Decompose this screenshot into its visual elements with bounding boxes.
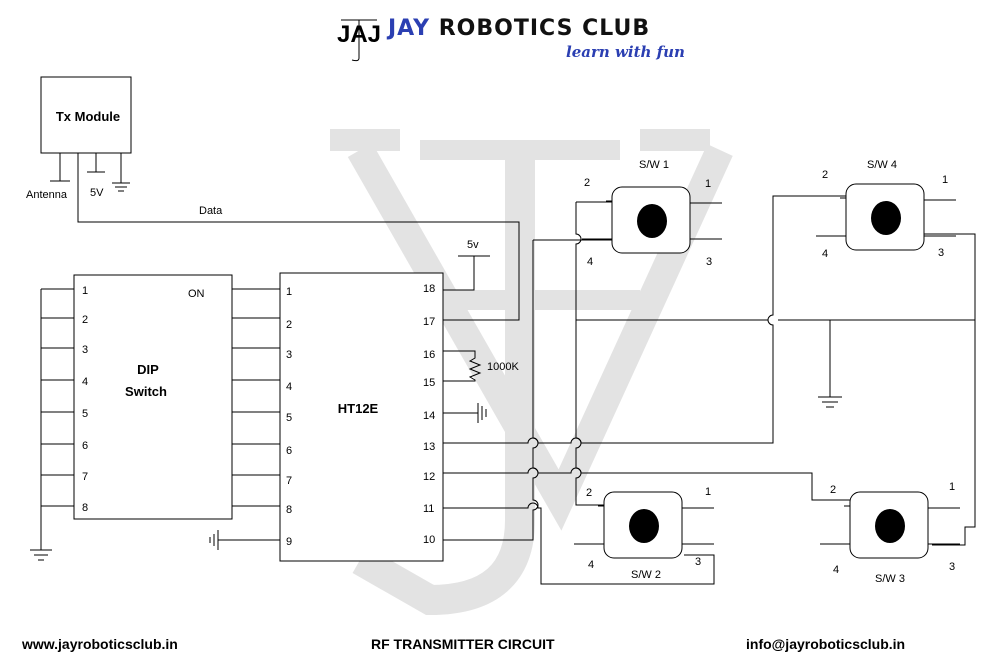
ground-symbol <box>477 403 487 423</box>
dip-pin-label: 7 <box>82 471 88 483</box>
switch-name: S/W 2 <box>631 569 661 581</box>
push-button-switch: S/W 3 1 2 3 4 <box>820 481 960 585</box>
switch-pin-label: 3 <box>706 256 712 268</box>
jaj-monogram-logo: JAJ <box>337 19 381 62</box>
button-cap <box>637 204 667 238</box>
ground-symbol <box>30 549 52 561</box>
dip-pin-label: 3 <box>82 344 88 356</box>
encoder-right-pin-label: 12 <box>423 471 435 483</box>
resistor-label: 1000K <box>487 361 519 373</box>
switch-name: S/W 3 <box>875 573 905 585</box>
dip-label-1: DIP <box>137 362 159 377</box>
tx-module: Tx Module Antenna 5V <box>26 76 132 201</box>
switch-pin-label: 1 <box>942 174 948 186</box>
tx-module-label: Tx Module <box>56 109 120 124</box>
footer-email[interactable]: info@jayroboticsclub.in <box>746 636 906 652</box>
data-wire: Data <box>77 153 520 321</box>
encoder-left-pin-label: 8 <box>286 504 292 516</box>
switch-name: S/W 4 <box>867 159 897 171</box>
encoder-left-pin-label: 1 <box>286 286 292 298</box>
encoder-right-pin-label: 10 <box>423 534 435 546</box>
switch-pin-label: 4 <box>822 248 828 260</box>
switch-pin-label: 4 <box>587 256 593 268</box>
encoder-left-pin-label: 9 <box>286 536 292 548</box>
resistor: 1000K <box>443 350 519 382</box>
dip-label-2: Switch <box>125 384 167 399</box>
switch-pin-label: 4 <box>588 559 594 571</box>
switch-wiring <box>443 195 976 585</box>
encoder-right-pin-label: 14 <box>423 410 435 422</box>
switch-pin-label: 1 <box>949 481 955 493</box>
dip-pin-label: 6 <box>82 440 88 452</box>
encoder-left-pin-label: 6 <box>286 445 292 457</box>
data-label: Data <box>199 205 223 217</box>
switch-pin-label: 1 <box>705 486 711 498</box>
switch-pin-label: 3 <box>938 247 944 259</box>
dip-on-label: ON <box>188 288 205 300</box>
dip-pin-label: 4 <box>82 376 88 388</box>
brand-rest: ROBOTICS CLUB <box>438 16 651 41</box>
tx-5v-label: 5V <box>90 187 104 199</box>
switch-pin-label: 4 <box>833 564 839 576</box>
supply-5v: 5v <box>443 239 490 291</box>
push-button-switch: S/W 2 1 2 3 4 <box>574 486 714 581</box>
encoder-left-pin-label: 2 <box>286 319 292 331</box>
switch-pin-label: 2 <box>584 177 590 189</box>
push-button-switch: S/W 4 1 2 3 4 <box>816 159 956 260</box>
switch-pin-label: 3 <box>695 556 701 568</box>
switch-pin-label: 3 <box>949 561 955 573</box>
encoder-left-pin-label: 5 <box>286 412 292 424</box>
encoder-right-pin-label: 17 <box>423 316 435 328</box>
antenna-label: Antenna <box>26 189 68 201</box>
switch-pin-label: 1 <box>705 178 711 190</box>
button-cap <box>871 201 901 235</box>
encoder-label: HT12E <box>338 401 379 416</box>
supply-5v-label: 5v <box>467 239 479 251</box>
switch-pin-label: 2 <box>830 484 836 496</box>
encoder-right-pin-label: 15 <box>423 377 435 389</box>
button-cap <box>629 509 659 543</box>
encoder-right-pin-label: 16 <box>423 349 435 361</box>
ground-symbol <box>112 182 130 192</box>
brand-tagline: learn with fun <box>566 43 685 61</box>
dip-pin-label: 2 <box>82 314 88 326</box>
switch-name: S/W 1 <box>639 159 669 171</box>
encoder-right-pin-label: 13 <box>423 441 435 453</box>
footer-title: RF TRANSMITTER CIRCUIT <box>371 636 555 652</box>
watermark-logo <box>330 129 733 616</box>
dip-switch: DIP Switch ON 1 2 3 4 5 6 7 8 <box>30 274 280 561</box>
ground-symbol <box>209 530 219 550</box>
ground-symbol <box>818 396 842 408</box>
encoder-left-pin-label: 7 <box>286 475 292 487</box>
encoder-left-pin-label: 4 <box>286 381 292 393</box>
switch-pin-label: 2 <box>822 169 828 181</box>
button-cap <box>875 509 905 543</box>
encoder-left-pin-label: 3 <box>286 349 292 361</box>
switch-pin-label: 2 <box>586 487 592 499</box>
push-button-switch: S/W 1 1 2 3 4 <box>582 159 722 268</box>
footer-website[interactable]: www.jayroboticsclub.in <box>22 636 178 652</box>
brand-prefix: JAY <box>388 16 431 41</box>
dip-pin-label: 8 <box>82 502 88 514</box>
brand-title: JAY ROBOTICS CLUB <box>388 16 650 41</box>
dip-pin-label: 1 <box>82 285 88 297</box>
encoder-right-pin-label: 11 <box>423 503 434 515</box>
dip-pin-label: 5 <box>82 408 88 420</box>
encoder-right-pin-label: 18 <box>423 283 435 295</box>
